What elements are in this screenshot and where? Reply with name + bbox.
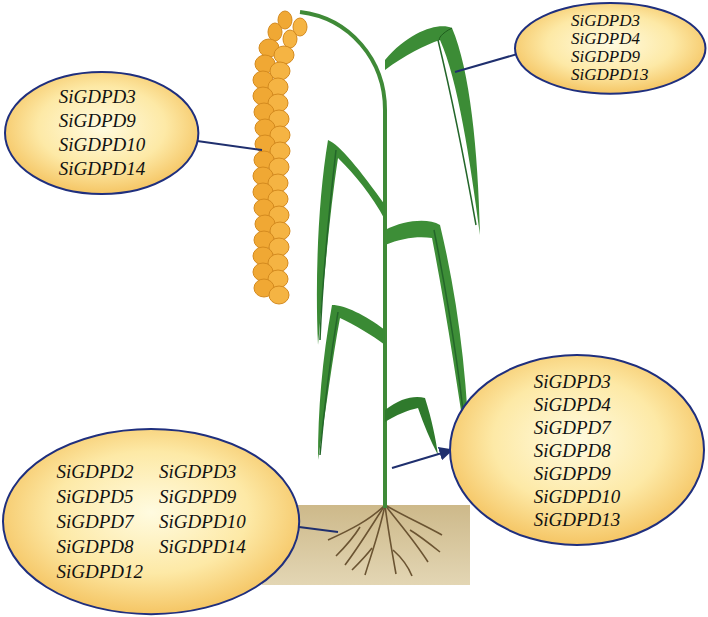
- gene-name: SiGDPD9: [59, 109, 146, 133]
- gene-name: SiGDPD14: [159, 534, 246, 559]
- gene-name: SiGDPD13: [571, 66, 648, 84]
- gene-ellipse: SiGDPD2SiGDPD3SiGDPD5SiGDPD9SiGDPD7SiGDP…: [1, 427, 301, 616]
- gene-name: SiGDPD10: [159, 509, 246, 534]
- gene-ellipse: SiGDPD3SiGDPD4SiGDPD9SiGDPD13: [513, 1, 707, 96]
- gene-name: SiGDPD9: [159, 484, 246, 509]
- gene-name: SiGDPD5: [57, 484, 144, 509]
- gene-name: SiGDPD9: [571, 48, 648, 66]
- gene-name: SiGDPD13: [534, 508, 621, 531]
- gene-name: SiGDPD7: [534, 416, 621, 439]
- gene-ellipse: SiGDPD3SiGDPD9SiGDPD10SiGDPD14: [3, 70, 200, 196]
- gene-name: SiGDPD4: [571, 30, 648, 48]
- gene-name: SiGDPD8: [57, 534, 144, 559]
- gene-name: SiGDPD2: [57, 459, 144, 484]
- roots: [328, 505, 442, 576]
- gene-name: SiGDPD8: [534, 439, 621, 462]
- gene-name: SiGDPD12: [57, 559, 144, 584]
- gene-name: SiGDPD3: [534, 370, 621, 393]
- ellipse-outline: [1, 427, 301, 616]
- gene-name: SiGDPD3: [59, 85, 146, 109]
- stem: [300, 12, 385, 508]
- leaves: [317, 26, 480, 470]
- gene-name: SiGDPD9: [534, 462, 621, 485]
- gene-name: SiGDPD3: [159, 459, 246, 484]
- gene-ellipse: SiGDPD3SiGDPD4SiGDPD7SiGDPD8SiGDPD9SiGDP…: [448, 353, 706, 547]
- gene-name: SiGDPD10: [59, 133, 146, 157]
- gene-name: SiGDPD10: [534, 485, 621, 508]
- gene-name: SiGDPD3: [571, 12, 648, 30]
- gene-name: SiGDPD4: [534, 393, 621, 416]
- panicle: [253, 11, 307, 304]
- gene-name: SiGDPD7: [57, 509, 144, 534]
- gene-name: SiGDPD14: [59, 157, 146, 181]
